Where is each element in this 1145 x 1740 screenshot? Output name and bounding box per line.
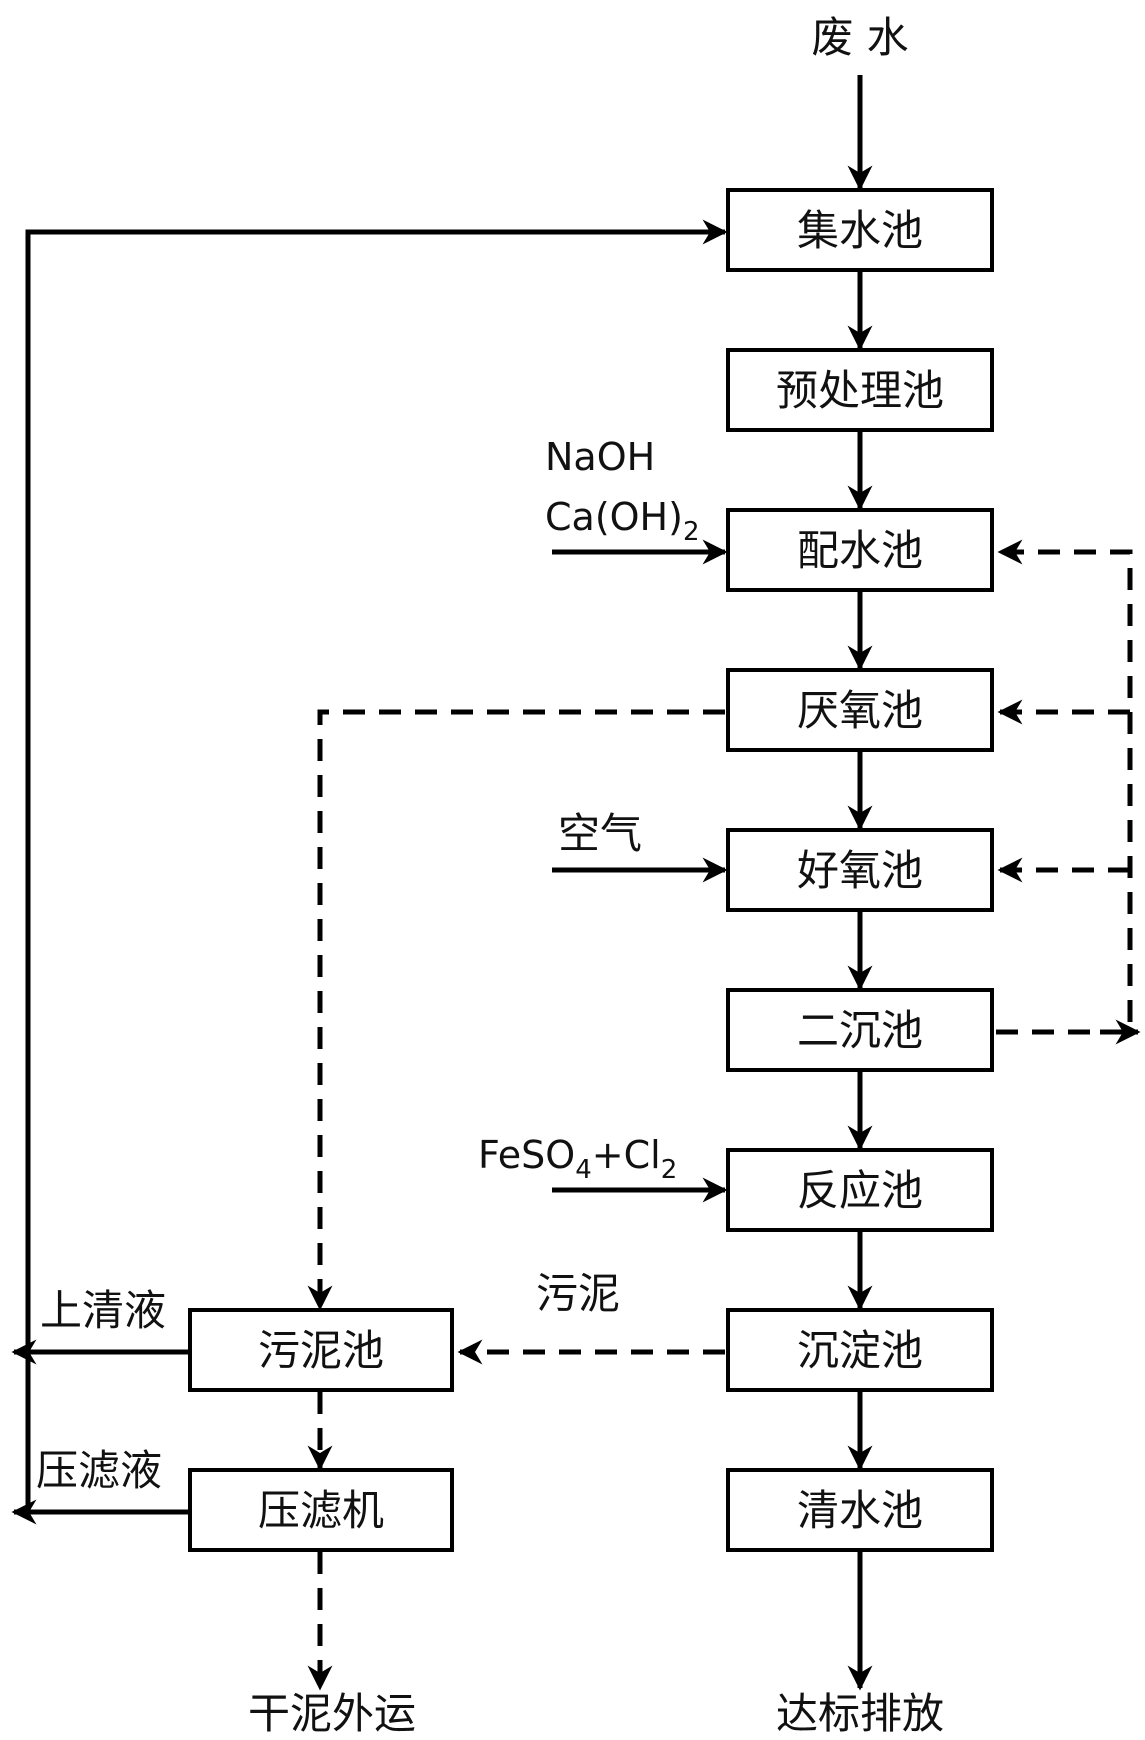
tank-collection-label: 集水池 bbox=[797, 206, 923, 255]
filter-press-label: 压滤机 bbox=[258, 1486, 384, 1535]
tank-aerobic-label: 好氧池 bbox=[797, 846, 923, 895]
reagent-caoh2-base: Ca(OH) bbox=[545, 495, 683, 539]
reagent-feso4-a: FeSO bbox=[478, 1133, 575, 1177]
reagent-feso4-label: FeSO4+Cl2 bbox=[478, 1133, 677, 1185]
flow-label-sludge: 污泥 bbox=[536, 1269, 620, 1318]
tank-secondary-settling-label: 二沉池 bbox=[797, 1006, 923, 1055]
reagent-naoh-label: NaOH bbox=[545, 435, 655, 479]
tank-sedimentation-label: 沉淀池 bbox=[797, 1326, 923, 1375]
tank-mixing: 配水池 bbox=[726, 508, 994, 592]
filter-press: 压滤机 bbox=[188, 1468, 454, 1552]
tank-collection: 集水池 bbox=[726, 188, 994, 272]
tank-pretreatment-label: 预处理池 bbox=[776, 366, 944, 415]
tank-reaction: 反应池 bbox=[726, 1148, 994, 1232]
tank-secondary-settling: 二沉池 bbox=[726, 988, 994, 1072]
tank-anaerobic-label: 厌氧池 bbox=[797, 686, 923, 735]
tank-mixing-label: 配水池 bbox=[797, 526, 923, 575]
reagent-cl-sub: 2 bbox=[661, 1155, 678, 1185]
tank-clear-water-label: 清水池 bbox=[797, 1486, 923, 1535]
tank-sedimentation: 沉淀池 bbox=[726, 1308, 994, 1392]
reagent-air-label: 空气 bbox=[558, 809, 642, 858]
flow-settling-recycle bbox=[996, 539, 1133, 1035]
flow-anaerobic-to-sludge bbox=[307, 709, 725, 1311]
flow-label-supernatant: 上清液 bbox=[40, 1286, 166, 1335]
tank-sludge-label: 污泥池 bbox=[258, 1326, 384, 1375]
tank-reaction-label: 反应池 bbox=[797, 1166, 923, 1215]
tank-clear-water: 清水池 bbox=[726, 1468, 994, 1552]
output-label: 达标排放 bbox=[776, 1689, 944, 1738]
tank-aerobic: 好氧池 bbox=[726, 828, 994, 912]
reagent-feso4-sub: 4 bbox=[575, 1155, 592, 1185]
flow-return-to-collection bbox=[25, 219, 728, 1510]
flow-label-filtrate: 压滤液 bbox=[36, 1446, 162, 1495]
reagent-feso4-b: +Cl bbox=[592, 1133, 661, 1177]
input-label: 废 水 bbox=[811, 13, 908, 62]
sludge-output-label: 干泥外运 bbox=[248, 1689, 416, 1738]
tank-sludge: 污泥池 bbox=[188, 1308, 454, 1392]
reagent-caoh2-sub: 2 bbox=[683, 517, 700, 547]
tank-anaerobic: 厌氧池 bbox=[726, 668, 994, 752]
reagent-caoh2-label: Ca(OH)2 bbox=[545, 495, 700, 547]
tank-pretreatment: 预处理池 bbox=[726, 348, 994, 432]
